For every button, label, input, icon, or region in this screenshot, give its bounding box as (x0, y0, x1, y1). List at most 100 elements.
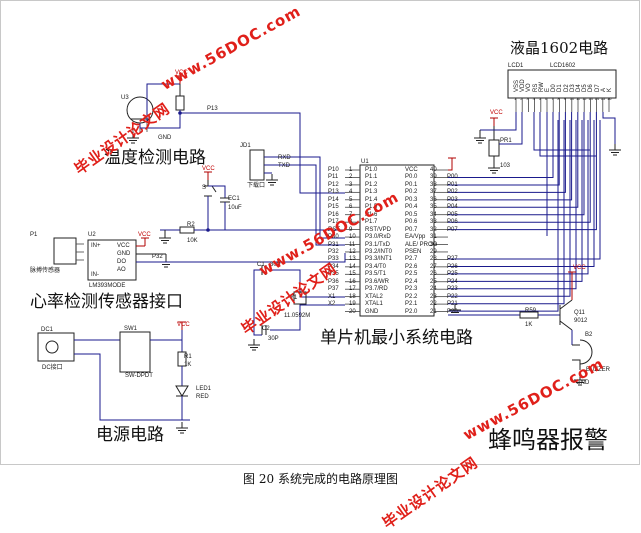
mcu-left-pin-name-6: P1.6 (365, 211, 378, 218)
mcu-right-net-19: P20 (447, 308, 458, 315)
mcu-left-net-10: P31 (328, 241, 339, 248)
label-rxd: RXD (278, 155, 291, 161)
wire-p0-to-lcd-d3 (448, 112, 573, 201)
lcd-pin-name-12: D6 (588, 84, 595, 92)
junction-dot (178, 111, 182, 115)
label-c2: C2 (262, 326, 270, 332)
mcu-left-pin-number-17: 18 (349, 293, 356, 300)
lcd-pin-name-2: VO (526, 83, 533, 92)
mcu-right-pin-name-15: P2.4 (405, 278, 418, 285)
mcu-right-pin-name-10: ALE/ PROG (405, 241, 438, 248)
mcu-left-pin-number-4: 5 (349, 196, 353, 203)
label-gnd-u3: GND (158, 135, 172, 141)
wire-x1 (270, 269, 345, 298)
lcd-pin-number-13: 14 (594, 96, 600, 101)
label-ec1-value: 10uF (228, 205, 242, 211)
wire-p2-4 (448, 120, 577, 290)
label-r2-value: 10K (187, 238, 198, 244)
wire-lcd-vo (499, 112, 523, 145)
mcu-left-pin-name-5: P1.5 (365, 204, 378, 211)
label-vcc-buzzer: VCC (573, 265, 586, 271)
mcu-right-pin-number-13: 27 (430, 263, 437, 270)
wire-p0-to-lcd-d4 (448, 112, 579, 208)
lcd-pin-number-15: 16 (607, 96, 612, 101)
label-u2-model: LM393MODE (89, 283, 126, 289)
mcu-left-pin-name-2: P1.2 (365, 181, 378, 188)
jack-dc1-body (37, 332, 75, 362)
mcu-left-pin-number-19: 20 (349, 308, 356, 315)
mcu-right-net-3: P02 (447, 189, 458, 196)
mcu-right-pin-number-17: 23 (430, 293, 437, 300)
title-power-circuit: 电源电路 (96, 425, 164, 445)
mcu-right-net-13: P26 (447, 263, 458, 270)
mcu-right-pin-name-9: EA/Vpp (405, 234, 426, 241)
switch-sw1-body (119, 331, 151, 373)
mcu-right-pin-name-16: P2.3 (405, 286, 418, 293)
lcd-pin-number-6: 7 (551, 96, 554, 101)
wire-p0-to-lcd-d2 (448, 112, 566, 193)
mcu-right-pin-name-1: P0.0 (405, 174, 418, 181)
lcd-pin-name-9: D3 (569, 84, 576, 92)
lcd-pin-number-7: 8 (557, 96, 560, 101)
mcu-right-net-17: P22 (447, 293, 458, 300)
mcu-right-net-12: P27 (447, 256, 458, 263)
wire-caps-gnd (253, 269, 262, 336)
mcu-right-pin-number-18: 22 (430, 301, 437, 308)
lcd-pin-name-4: RW (538, 82, 545, 92)
mcu-left-net-18: X2 (328, 301, 336, 308)
lcd-pin-name-13: D7 (594, 84, 601, 92)
mcu-right-pin-name-11: PSEN (405, 248, 422, 255)
lcd-pin-number-3: 4 (532, 96, 535, 101)
mcu-right-pin-number-5: 35 (430, 204, 437, 211)
mcu-left-net-0: P10 (328, 167, 339, 173)
wire-lcd-rs (533, 112, 590, 151)
title-lcd1602-circuit: 液晶1602电路 (510, 39, 609, 57)
module-u2-body (87, 239, 137, 281)
label-c1: C1 (257, 262, 265, 268)
mcu-right-pin-name-5: P0.4 (405, 204, 418, 211)
mcu-right-net-7: P06 (447, 219, 458, 226)
title-mcu-minimum-system: 单片机最小系统电路 (320, 328, 473, 348)
mcu-left-pin-name-1: P1.1 (365, 174, 378, 181)
mcu-left-pin-name-19: GND (365, 308, 379, 315)
mcu-left-net-1: P11 (328, 174, 339, 181)
jack-dc1-barrel (45, 340, 59, 354)
label-vcc-power: VCC (177, 322, 190, 328)
mcu-right-pin-number-2: 38 (430, 181, 437, 188)
mcu-left-pin-number-15: 16 (349, 278, 356, 285)
mcu-right-pin-number-8: 32 (430, 226, 437, 233)
mcu-right-net-6: P05 (447, 211, 458, 218)
mcu-left-pin-name-4: P1.4 (365, 196, 378, 203)
mcu-right-pin-number-16: 24 (430, 286, 437, 293)
mcu-right-pin-number-12: 28 (430, 256, 437, 263)
mcu-left-pin-number-11: 12 (349, 248, 356, 255)
mcu-right-pin-name-14: P2.5 (405, 271, 418, 278)
wire-u3-dq (139, 110, 181, 129)
label-led-red: RED (196, 394, 209, 400)
label-buzzer: BUZZER (586, 367, 610, 373)
mcu-left-net-8: RST (328, 226, 340, 233)
wire-p2-2 (448, 120, 589, 275)
label-gnd-buzzer: GND (576, 380, 590, 386)
mcu-left-net-16: P37 (328, 286, 339, 293)
mcu-left-pin-number-10: 11 (349, 241, 356, 248)
mcu-right-pin-name-6: P0.5 (405, 211, 418, 218)
buzzer-lead-2 (572, 359, 581, 370)
mcu-right-net-16: P23 (447, 286, 458, 293)
mcu-right-pin-number-6: 34 (430, 211, 437, 218)
label-c1-value: 30P (270, 262, 281, 268)
label-pr1-value: 103 (500, 163, 511, 169)
mcu-left-pin-name-15: P3.6/WR (365, 278, 390, 285)
mcu-right-pin-number-7: 33 (430, 219, 437, 226)
label-r1-value: 1K (184, 362, 192, 368)
connector-p1-body (53, 237, 77, 265)
lcd-pin-number-2: 3 (526, 96, 529, 101)
lcd-pin-number-1: 2 (520, 96, 523, 101)
lcd-pin-number-9: 10 (569, 96, 575, 101)
title-buzzer-alarm: 蜂鸣器报警 (488, 426, 608, 454)
mcu-right-pin-name-8: P0.7 (405, 226, 418, 233)
lcd-pin-name-14: A (600, 87, 607, 92)
mcu-left-net-7: P17 (328, 219, 339, 226)
mcu-right-pin-name-19: P2.0 (405, 308, 418, 315)
label-sw1: SW1 (124, 326, 138, 332)
